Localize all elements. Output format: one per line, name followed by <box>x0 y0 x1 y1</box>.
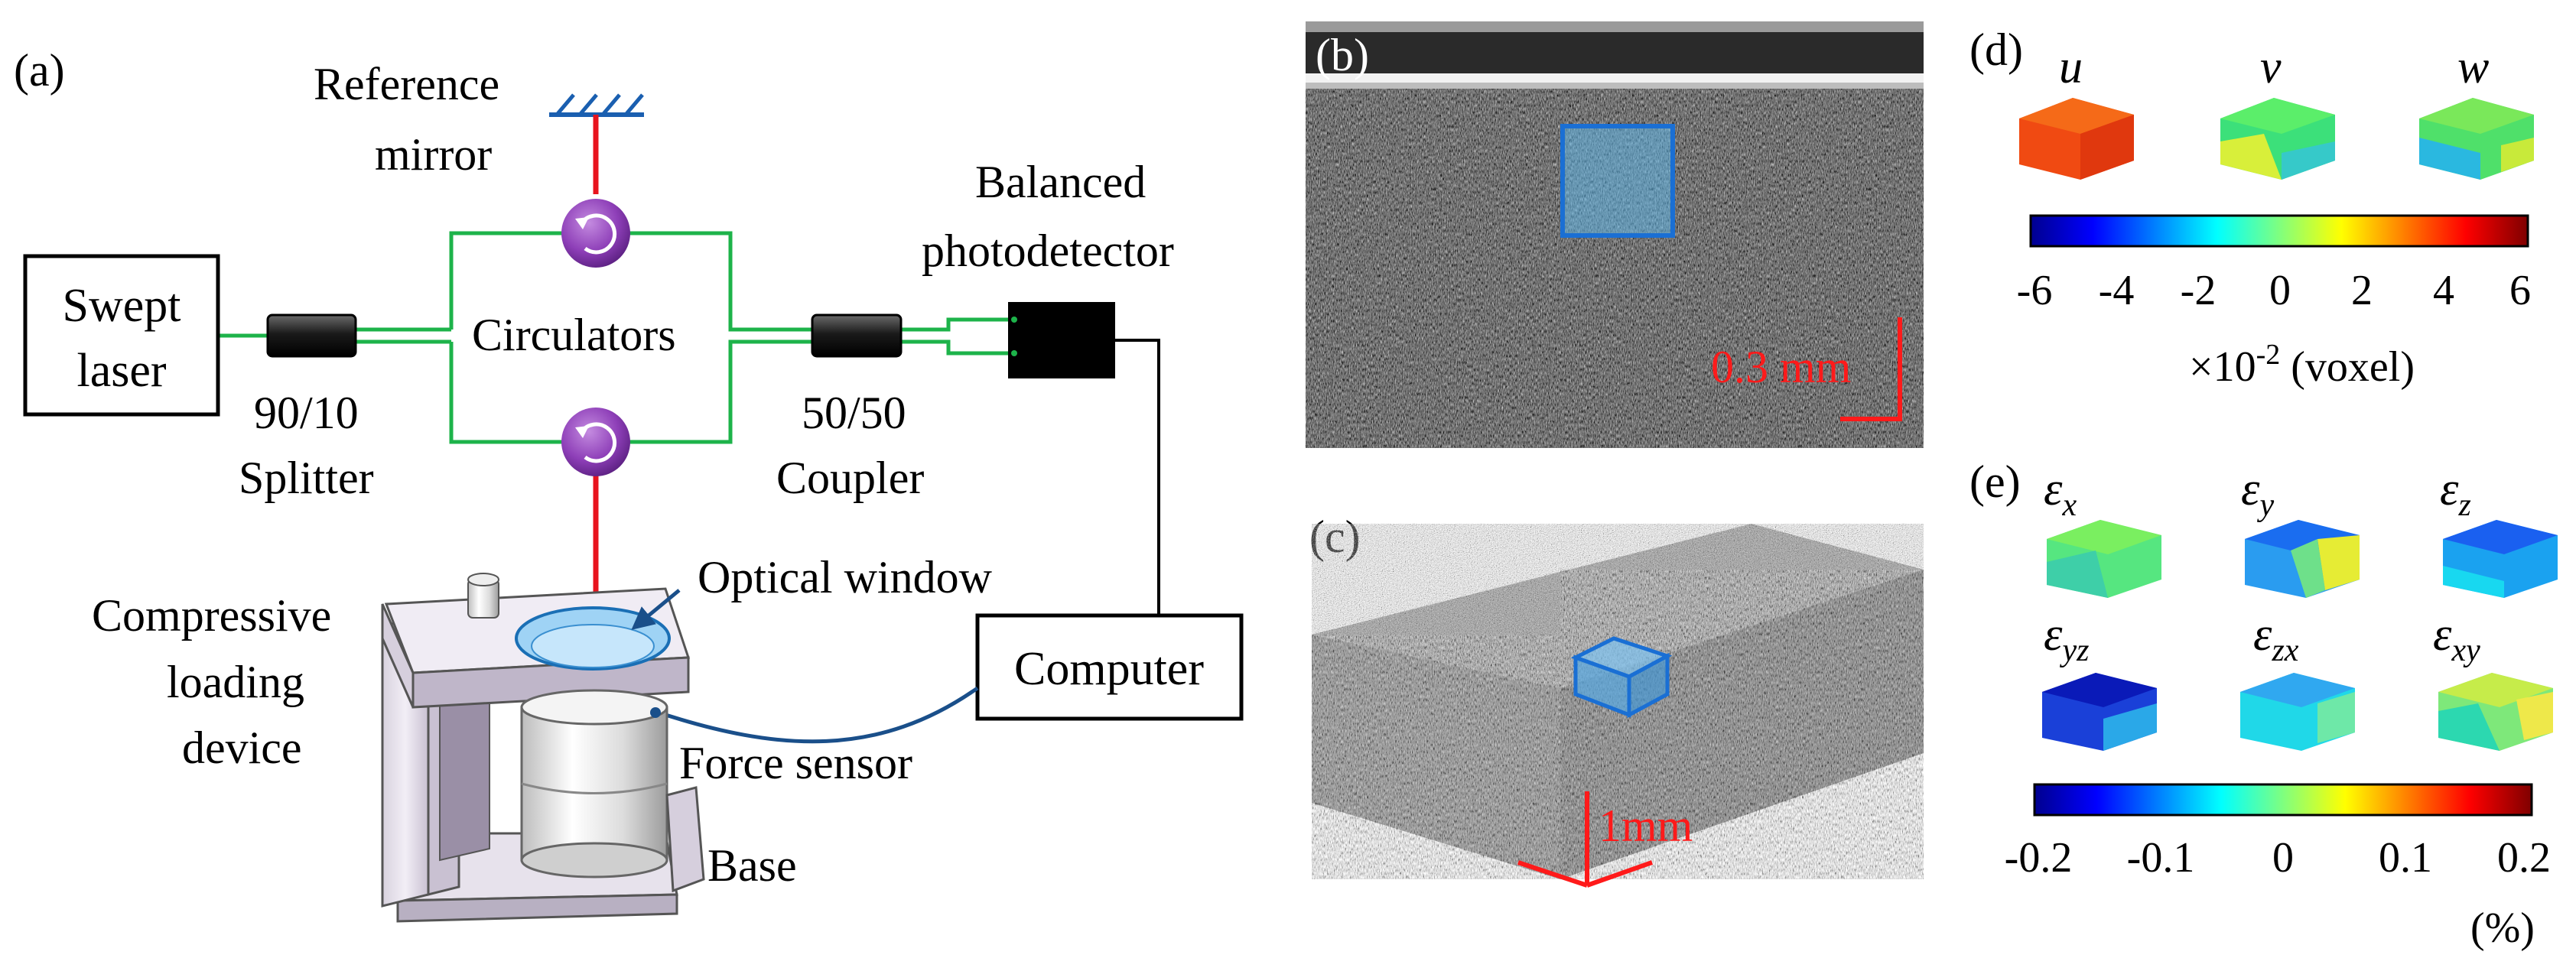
strain-tick: 0 <box>2272 834 2294 882</box>
displacement-symbol-w: w <box>2457 41 2489 93</box>
reference-mirror-icon <box>549 93 644 117</box>
displacement-v-cube <box>2220 98 2335 180</box>
displacement-tick: 4 <box>2433 267 2454 314</box>
panel-label-a: (a) <box>14 45 65 96</box>
displacement-w-cube <box>2419 98 2534 180</box>
displacement-unit-suffix: (voxel) <box>2280 343 2415 391</box>
strain-label-z: εz <box>2440 463 2471 523</box>
coupler-label-1: 50/50 <box>802 388 906 438</box>
force-sensor-label: Force sensor <box>679 738 912 788</box>
circulator-top-icon <box>561 199 630 268</box>
circulator-bottom-icon <box>561 408 630 476</box>
displacement-tick: -2 <box>2181 267 2217 314</box>
displacement-tick: -6 <box>2017 267 2053 314</box>
optical-window-arrow <box>631 589 681 630</box>
photodetector-icon <box>1008 302 1115 378</box>
bscan-scale-bar <box>1840 317 1902 421</box>
displacement-tick: 0 <box>2269 267 2291 314</box>
panel-d: (d) u v w -6 -4 -2 0 2 4 6 <box>1969 24 2534 391</box>
strain-unit: (%) <box>2470 904 2535 952</box>
computer-label: Computer <box>1014 643 1204 695</box>
balanced-photodetector-label-2: photodetector <box>922 226 1174 276</box>
optical-window-label: Optical window <box>698 552 993 602</box>
coupler-icon <box>811 313 903 358</box>
strain-label-yz: εyz <box>2044 609 2089 668</box>
displacement-unit: ×10-2 (voxel) <box>2189 339 2415 391</box>
force-sensor-cable <box>653 686 979 744</box>
splitter-icon <box>266 313 357 358</box>
volume-scale-bar <box>1517 791 1653 888</box>
strain-zx-cube <box>2240 673 2355 751</box>
strain-yz-cube <box>2042 673 2157 751</box>
fiber-paths <box>218 231 1010 444</box>
strain-tick: -0.2 <box>2005 834 2073 882</box>
volume-scale-label: 1mm <box>1599 800 1693 851</box>
coupler-label-2: Coupler <box>776 453 924 503</box>
loading-device-label-1: Compressive <box>92 590 331 641</box>
strain-tick: -0.1 <box>2127 834 2195 882</box>
panel-b: (b) 0.3 mm <box>1306 21 1924 448</box>
strain-tick: 0.1 <box>2379 834 2432 882</box>
reference-mirror-label-1: Reference <box>314 59 499 109</box>
computer-box <box>975 613 1244 721</box>
base-label: Base <box>707 840 797 891</box>
strain-label-xy: εxy <box>2433 609 2480 668</box>
panel-label-d: (d) <box>1969 24 2023 75</box>
balanced-photodetector-label-1: Balanced <box>975 157 1146 207</box>
panel-label-c: (c) <box>1309 511 1361 562</box>
strain-y-cube <box>2245 520 2360 598</box>
swept-laser-label-2: laser <box>76 345 166 397</box>
displacement-symbol-v: v <box>2260 41 2282 93</box>
strain-z-cube <box>2443 520 2558 598</box>
circulators-label: Circulators <box>472 310 676 360</box>
detector-cable <box>1115 339 1160 615</box>
splitter-label-1: 90/10 <box>254 388 359 438</box>
loading-device-label-2: loading <box>167 657 304 707</box>
displacement-symbol-u: u <box>2059 41 2083 93</box>
panel-label-b: (b) <box>1316 30 1369 80</box>
strain-tick: 0.2 <box>2497 834 2551 882</box>
volume-roi-cube <box>1570 636 1673 719</box>
panel-label-e: (e) <box>1969 456 2021 507</box>
strain-x-cube <box>2047 520 2161 598</box>
splitter-label-2: Splitter <box>239 453 374 503</box>
panel-a: (a) Reference mirror Swept <box>14 45 1244 923</box>
displacement-colorbar <box>2029 214 2529 248</box>
loading-device-icon <box>381 573 705 923</box>
bscan-roi <box>1560 124 1675 238</box>
displacement-unit-prefix: ×10 <box>2189 343 2256 391</box>
reference-mirror-label-2: mirror <box>375 129 492 180</box>
loading-device-label-3: device <box>182 723 302 773</box>
swept-laser-label-1: Swept <box>63 280 181 332</box>
bscan-scale-label: 0.3 mm <box>1711 342 1851 392</box>
panel-e: (e) εx εy εz εyz εzx εxy <box>1969 456 2558 952</box>
panel-c: (c) 1mm <box>1309 511 1924 888</box>
displacement-tick: -4 <box>2099 267 2135 314</box>
displacement-unit-exp: -2 <box>2256 339 2281 371</box>
displacement-tick: 2 <box>2351 267 2373 314</box>
strain-label-zx: εzx <box>2253 609 2299 668</box>
displacement-tick: 6 <box>2509 267 2531 314</box>
displacement-u-cube <box>2019 98 2134 180</box>
strain-label-y: εy <box>2241 463 2274 523</box>
strain-label-x: εx <box>2044 463 2077 523</box>
strain-colorbar <box>2033 783 2533 817</box>
strain-xy-cube <box>2438 673 2553 751</box>
swept-laser-box <box>23 254 220 417</box>
